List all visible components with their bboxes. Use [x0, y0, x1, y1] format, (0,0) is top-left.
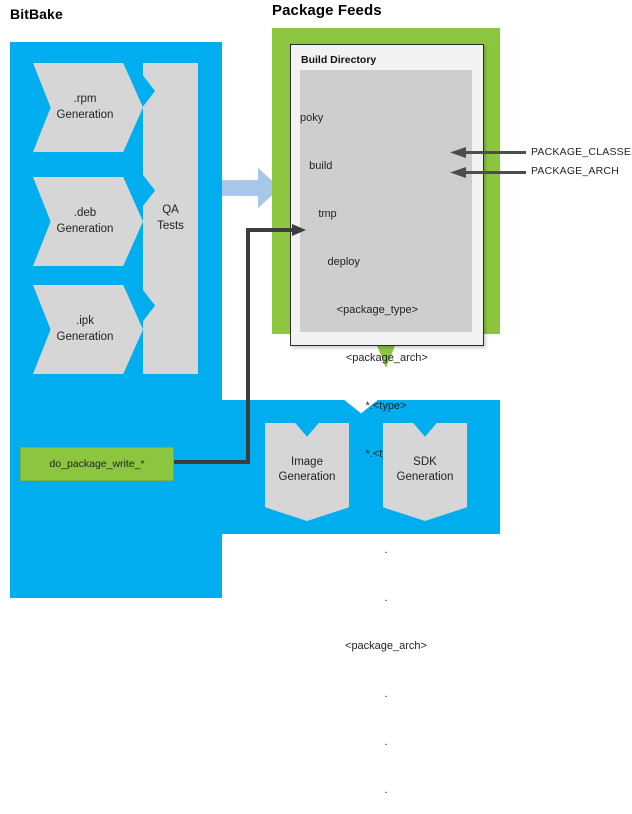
qa-tests-step: QA Tests [143, 63, 198, 374]
tree-line-type-1: *.<type> [365, 400, 407, 412]
package-classes-label: PACKAGE_CLASSES [531, 146, 632, 158]
package-feeds-title: Package Feeds [272, 2, 382, 19]
arrow-shaft [464, 171, 526, 174]
tree-line-package-arch: <package_arch> [300, 352, 428, 364]
bitbake-to-feeds-arrow-icon [222, 167, 280, 209]
deb-generation-label: .deb Generation [56, 207, 114, 235]
package-arch-label: PACKAGE_ARCH [531, 165, 619, 177]
connector-segment-vertical [246, 228, 250, 464]
build-directory-heading: Build Directory [301, 54, 377, 66]
connector-segment-horizontal-bottom [170, 460, 250, 464]
tree-line-dot-6: . [384, 784, 388, 796]
tree-line-package-type: <package_type> [300, 304, 419, 316]
image-generation-step: Image Generation [265, 423, 349, 521]
arrow-shaft [464, 151, 526, 154]
tree-line-poky: poky [300, 112, 324, 124]
directory-tree-panel [300, 70, 472, 332]
ipk-generation-label: .ipk Generation [56, 315, 114, 343]
tree-line-dot-2: . [384, 544, 388, 556]
tree-line-deploy: deploy [300, 256, 360, 268]
rpm-generation-label: .rpm Generation [56, 93, 114, 121]
connector-segment-horizontal-top [246, 228, 294, 232]
deb-generation-step: .deb Generation [33, 177, 143, 266]
arrow-head-icon [450, 147, 466, 158]
tree-line-dot-3: . [384, 592, 388, 604]
do-package-write-task[interactable]: do_package_write_* [20, 447, 174, 481]
bitbake-title: BitBake [10, 6, 63, 22]
package-classes-arrow-icon [450, 147, 526, 158]
tree-line-build: build [300, 160, 333, 172]
sdk-generation-label: SDK Generation [396, 455, 454, 483]
image-generation-label: Image Generation [278, 455, 336, 483]
sdk-generation-step: SDK Generation [383, 423, 467, 521]
tree-line-package-arch-2: <package_arch> [345, 640, 427, 652]
tree-line-tmp: tmp [300, 208, 337, 220]
ipk-generation-step: .ipk Generation [33, 285, 143, 374]
tree-line-dot-5: . [384, 736, 388, 748]
qa-tests-label: QA Tests [157, 203, 184, 232]
package-arch-arrow-icon [450, 167, 526, 178]
rpm-generation-step: .rpm Generation [33, 63, 143, 152]
arrow-head-icon [450, 167, 466, 178]
tree-line-dot-4: . [384, 688, 388, 700]
